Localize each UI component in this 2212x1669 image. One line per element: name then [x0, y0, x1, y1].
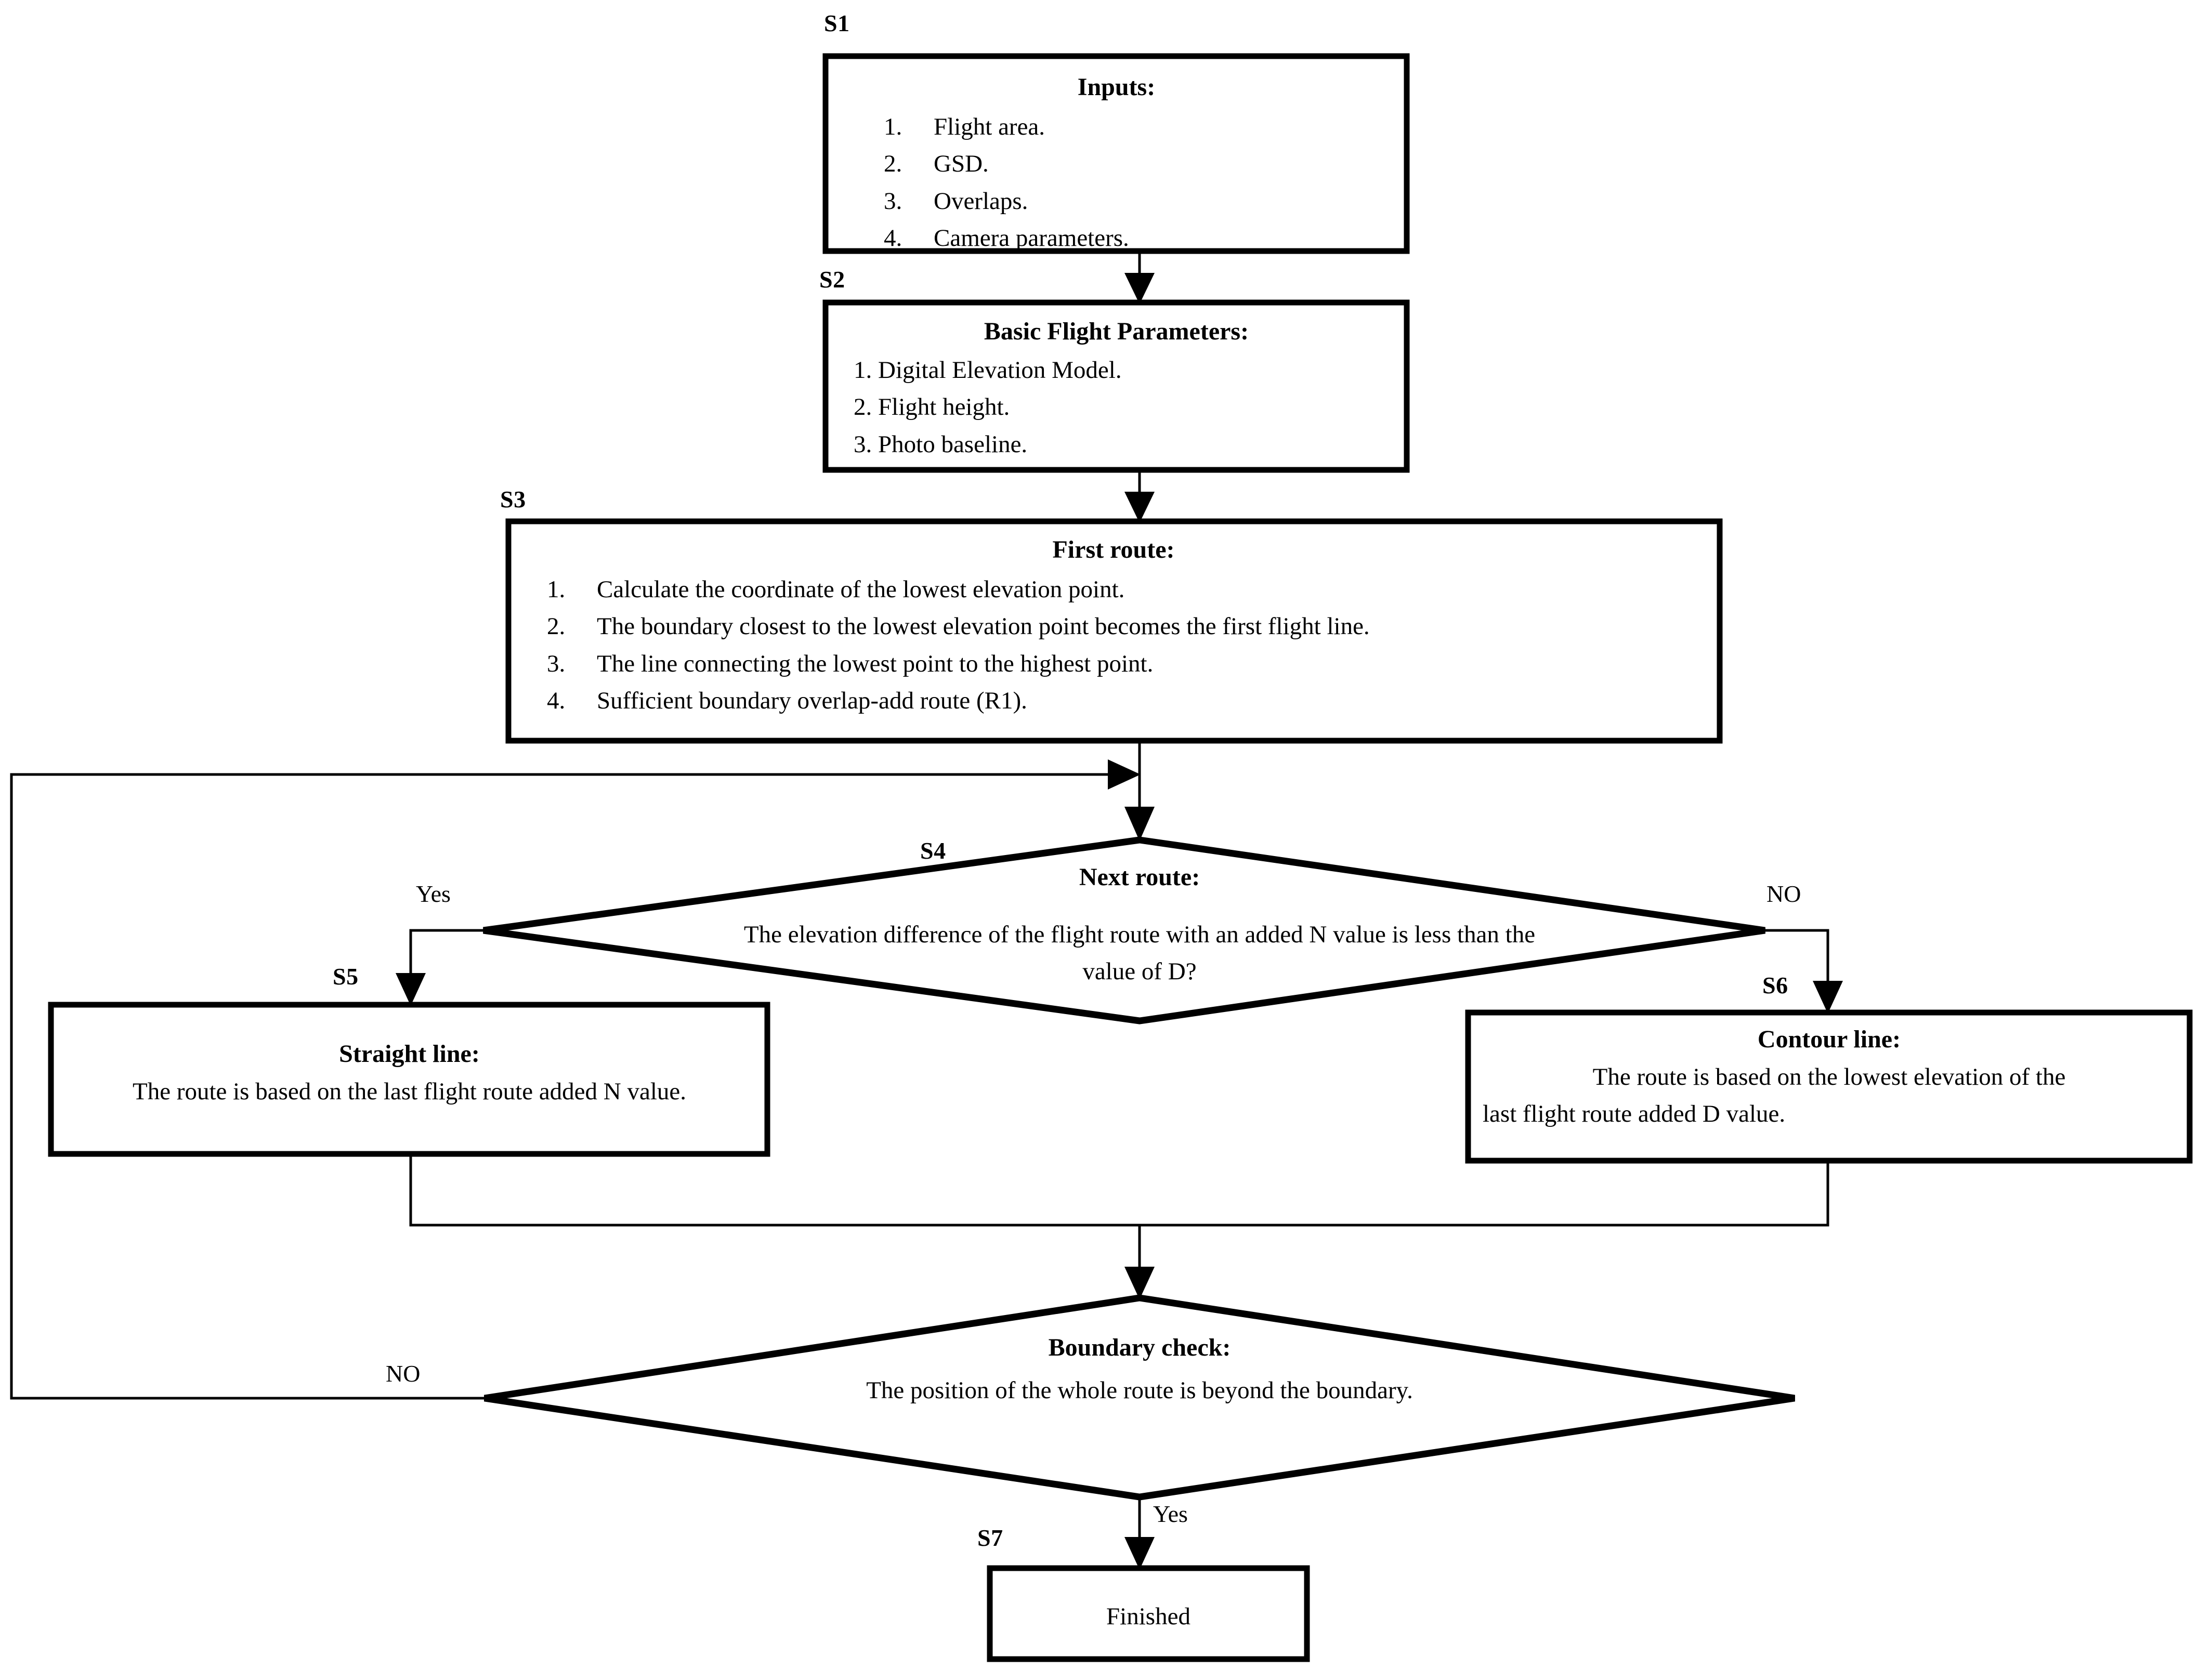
- step-tag-s6: S6: [1762, 972, 1788, 998]
- list-item: 1. Calculate the coordinate of the lowes…: [547, 571, 1711, 608]
- node-content-s5: Straight line: The route is based on the…: [57, 1040, 762, 1110]
- list-item: 2. The boundary closest to the lowest el…: [547, 608, 1711, 645]
- list-number: 2.: [547, 613, 566, 640]
- arrowhead-s1-s2: [1124, 273, 1155, 304]
- node-content-s1: Inputs: 1. Flight area. 2. GSD. 3. Overl…: [832, 73, 1401, 257]
- arrowhead-s3-s4: [1124, 807, 1155, 841]
- node-shape-s5: [48, 1002, 770, 1157]
- list-text: Overlaps.: [934, 187, 1028, 215]
- node-content-s6: Contour line: The route is based on the …: [1474, 1025, 2184, 1133]
- node-line: The elevation difference of the flight r…: [743, 921, 1536, 948]
- arrowhead-boundary-no-loop: [1108, 759, 1141, 790]
- list-item: 4. Sufficient boundary overlap-add route…: [547, 682, 1711, 719]
- node-content-s2: Basic Flight Parameters: 1. Digital Elev…: [832, 317, 1401, 463]
- list-text: Camera parameters.: [934, 225, 1129, 252]
- node-title-boundary: Boundary check:: [1048, 1334, 1231, 1361]
- node-shape-s2: [822, 299, 1410, 473]
- arrowhead-s2-s3: [1124, 492, 1155, 523]
- list-number: 2.: [884, 150, 902, 178]
- node-line: 3. Photo baseline.: [854, 430, 1028, 458]
- list-text: The boundary closest to the lowest eleva…: [597, 613, 1370, 640]
- node-content-s3: First route: 1. Calculate the coordinate…: [516, 535, 1711, 720]
- connector-s6-merge: [1140, 1161, 1829, 1227]
- node-shape-s6: [1465, 1009, 2193, 1164]
- node-content-s4: Next route: The elevation difference of …: [620, 863, 1659, 991]
- list-item: 4. Camera parameters.: [884, 220, 1401, 257]
- node-line: value of D?: [1082, 958, 1197, 985]
- node-content-boundary: Boundary check: The position of the whol…: [620, 1333, 1659, 1409]
- list-text: The line connecting the lowest point to …: [597, 650, 1154, 677]
- node-title-s3: First route:: [1052, 536, 1175, 563]
- list-item: 1. Flight area.: [884, 109, 1401, 146]
- list-item: 3. The line connecting the lowest point …: [547, 646, 1711, 682]
- edge-label-boundary-no: NO: [386, 1360, 421, 1387]
- connector-boundary-no-loop: [10, 773, 1118, 1400]
- node-line: The position of the whole route is beyon…: [866, 1377, 1413, 1404]
- node-title-s4: Next route:: [1079, 863, 1200, 891]
- list-item: 2. GSD.: [884, 146, 1401, 182]
- list-text: GSD.: [934, 150, 989, 178]
- connector-s4-yes-s5: [409, 929, 483, 985]
- step-tag-s1: S1: [824, 10, 850, 36]
- list-text: Flight area.: [934, 113, 1045, 140]
- list-number: 4.: [884, 225, 902, 252]
- edge-label-s4-no: NO: [1766, 881, 1801, 907]
- arrowhead-boundary-s7: [1124, 1537, 1155, 1570]
- node-content-s7: Finished: [993, 1598, 1304, 1635]
- arrowhead-s4-yes-s5: [396, 973, 426, 1006]
- node-line: The route is based on the last flight ro…: [132, 1078, 687, 1105]
- list-number: 1.: [884, 113, 902, 140]
- node-line: 1. Digital Elevation Model.: [854, 357, 1122, 384]
- node-title-s2: Basic Flight Parameters:: [984, 318, 1249, 345]
- node-line: 2. Flight height.: [854, 393, 1010, 421]
- step-tag-s5: S5: [333, 963, 359, 990]
- node-title-s1: Inputs:: [1077, 73, 1156, 101]
- edge-label-s4-yes: Yes: [416, 881, 451, 907]
- arrowhead-merge-boundary: [1124, 1267, 1155, 1299]
- connector-s4-no-s6: [1765, 929, 1829, 993]
- connector-s5-merge: [409, 1154, 1140, 1227]
- list-number: 4.: [547, 687, 566, 715]
- node-line: last flight route added D value.: [1483, 1100, 1786, 1128]
- node-shape-s1: [822, 53, 1410, 254]
- node-shape-s4: [483, 836, 1765, 1024]
- list-item: 3. Overlaps.: [884, 183, 1401, 220]
- list-number: 3.: [547, 650, 566, 677]
- node-title-s6: Contour line:: [1757, 1026, 1901, 1053]
- step-tag-s7: S7: [977, 1525, 1003, 1551]
- edge-label-boundary-yes: Yes: [1153, 1501, 1188, 1527]
- node-shape-s7: [987, 1565, 1310, 1662]
- node-line: The route is based on the lowest elevati…: [1592, 1063, 2066, 1090]
- node-title-s5: Straight line:: [339, 1040, 480, 1068]
- arrowhead-s4-no-s6: [1813, 981, 1843, 1014]
- node-line: Finished: [1106, 1603, 1190, 1630]
- node-shape-s3: [505, 518, 1723, 744]
- list-number: 3.: [884, 187, 902, 215]
- step-tag-s3: S3: [500, 486, 526, 512]
- list-number: 1.: [547, 576, 566, 603]
- list-text: Calculate the coordinate of the lowest e…: [597, 576, 1125, 603]
- step-tag-s2: S2: [819, 266, 845, 293]
- list-text: Sufficient boundary overlap-add route (R…: [597, 687, 1027, 715]
- step-tag-s4: S4: [920, 837, 946, 864]
